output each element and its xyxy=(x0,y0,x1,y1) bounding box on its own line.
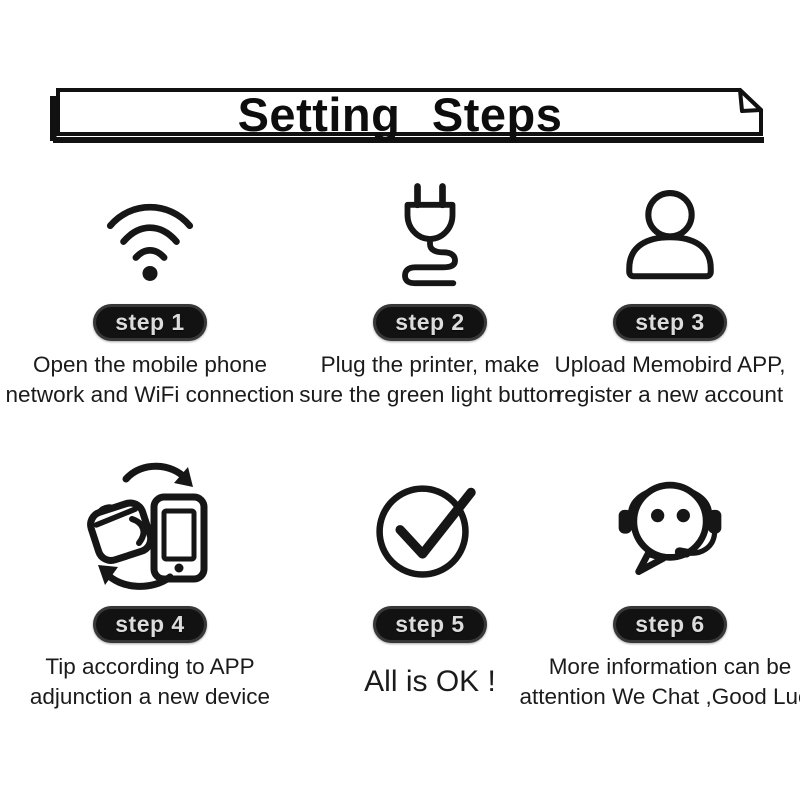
step-caption: Tip according to APP adjunction a new de… xyxy=(30,652,270,712)
step-badge: step 1 xyxy=(93,304,207,341)
step-1-block: step 1 Open the mobile phone network and… xyxy=(0,180,300,410)
step-3-block: step 3 Upload Memobird APP, register a n… xyxy=(540,180,800,410)
step-caption: Open the mobile phone network and WiFi c… xyxy=(6,350,295,410)
step-caption: Plug the printer, make sure the green li… xyxy=(299,350,560,410)
caption-line: Plug the printer, make xyxy=(320,352,540,377)
user-account-icon xyxy=(618,180,722,298)
step-badge: step 3 xyxy=(613,304,727,341)
support-headset-chat-icon xyxy=(608,452,732,600)
step-5-block: step 5 All is OK ! xyxy=(285,452,575,697)
caption-line: attention We Chat ,Good Luck xyxy=(519,684,800,709)
step-6-block: step 6 More information can be attention… xyxy=(520,452,800,712)
step-badge: step 4 xyxy=(93,606,207,643)
device-phone-sync-icon xyxy=(80,452,220,600)
caption-line: register a new account xyxy=(556,382,784,407)
page-title: Setting Steps xyxy=(237,87,563,141)
step-2-block: step 2 Plug the printer, make sure the g… xyxy=(285,180,575,410)
banner-paper-shape xyxy=(50,88,764,143)
caption-line: sure the green light button xyxy=(299,382,561,407)
caption-line: Open the mobile phone xyxy=(33,352,267,377)
step-caption: Upload Memobird APP, register a new acco… xyxy=(555,350,786,410)
step-caption: More information can be attention We Cha… xyxy=(520,652,800,712)
power-plug-icon xyxy=(380,180,480,298)
step-4-block: step 4 Tip according to APP adjunction a… xyxy=(0,452,300,712)
caption-line: More information can be xyxy=(548,654,792,679)
step-badge: step 6 xyxy=(613,606,727,643)
step-caption: All is OK ! xyxy=(364,667,496,697)
step-badge: step 5 xyxy=(373,606,487,643)
check-circle-icon xyxy=(374,452,486,600)
caption-line: Upload Memobird APP, xyxy=(554,352,786,377)
caption-line: adjunction a new device xyxy=(29,684,271,709)
caption-line: network and WiFi connection xyxy=(5,382,295,407)
folded-corner xyxy=(738,88,763,113)
caption-line: All is OK ! xyxy=(364,665,496,698)
title-banner: Setting Steps xyxy=(50,84,770,148)
step-badge: step 2 xyxy=(373,304,487,341)
caption-line: Tip according to APP xyxy=(45,654,255,679)
wifi-icon xyxy=(97,180,203,298)
